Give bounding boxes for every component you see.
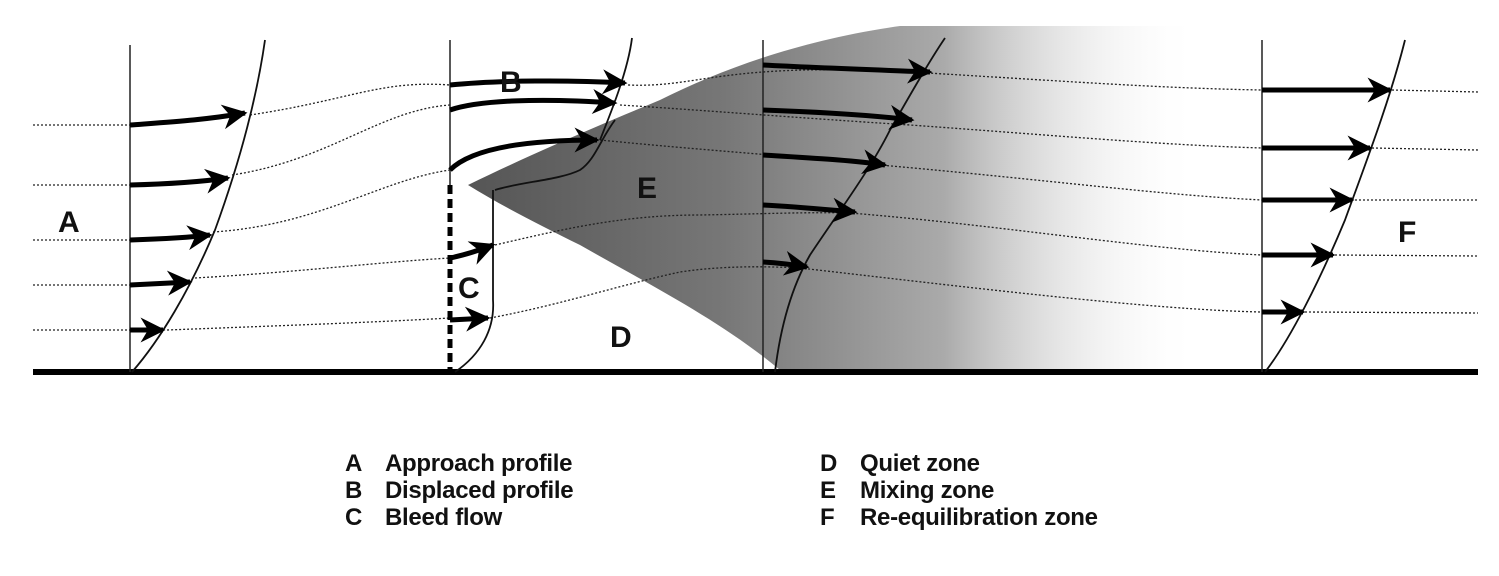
approach-profile [129,39,266,373]
legend-left: A Approach profile B Displaced profile C Bl… [345,450,574,531]
legend-key: D [820,450,838,477]
legend-item: B Displaced profile [345,477,574,504]
legend-text: Displaced profile [385,477,574,504]
legend-text: Quiet zone [860,450,980,477]
ground-line [33,369,1478,375]
displaced-profile [447,37,633,373]
zone-label-e: E [637,172,657,205]
mixing-zone-shading [468,26,1200,370]
streamlines [33,69,1479,331]
legend-text: Re-equilibration zone [860,504,1098,531]
legend-item: A Approach profile [345,450,573,477]
zone-label-b: B [500,66,522,99]
legend-key: A [345,450,363,477]
zone-label-d: D [610,321,632,354]
re-equilibration-profile [1261,39,1406,373]
legend-item: D Quiet zone [820,450,1098,477]
legend-text: Approach profile [385,450,573,477]
zone-label-c: C [458,272,480,305]
legend-item: C Bleed flow [345,504,573,531]
legend-item: F Re-equilibration zone [820,504,1098,531]
mixing-profile [762,37,946,373]
legend-text: Mixing zone [860,477,995,504]
legend-key: C [345,504,363,531]
legend-key: F [820,504,835,531]
legend-text: Bleed flow [385,504,503,531]
legend-item: E Mixing zone [820,477,1098,504]
zone-label-f: F [1398,216,1416,249]
legend-key: B [345,477,363,504]
zone-label-a: A [58,206,80,239]
legend-key: E [820,477,837,504]
legend-right: D Quiet zone E Mixing zone F Re-equilibrati… [820,450,1098,531]
